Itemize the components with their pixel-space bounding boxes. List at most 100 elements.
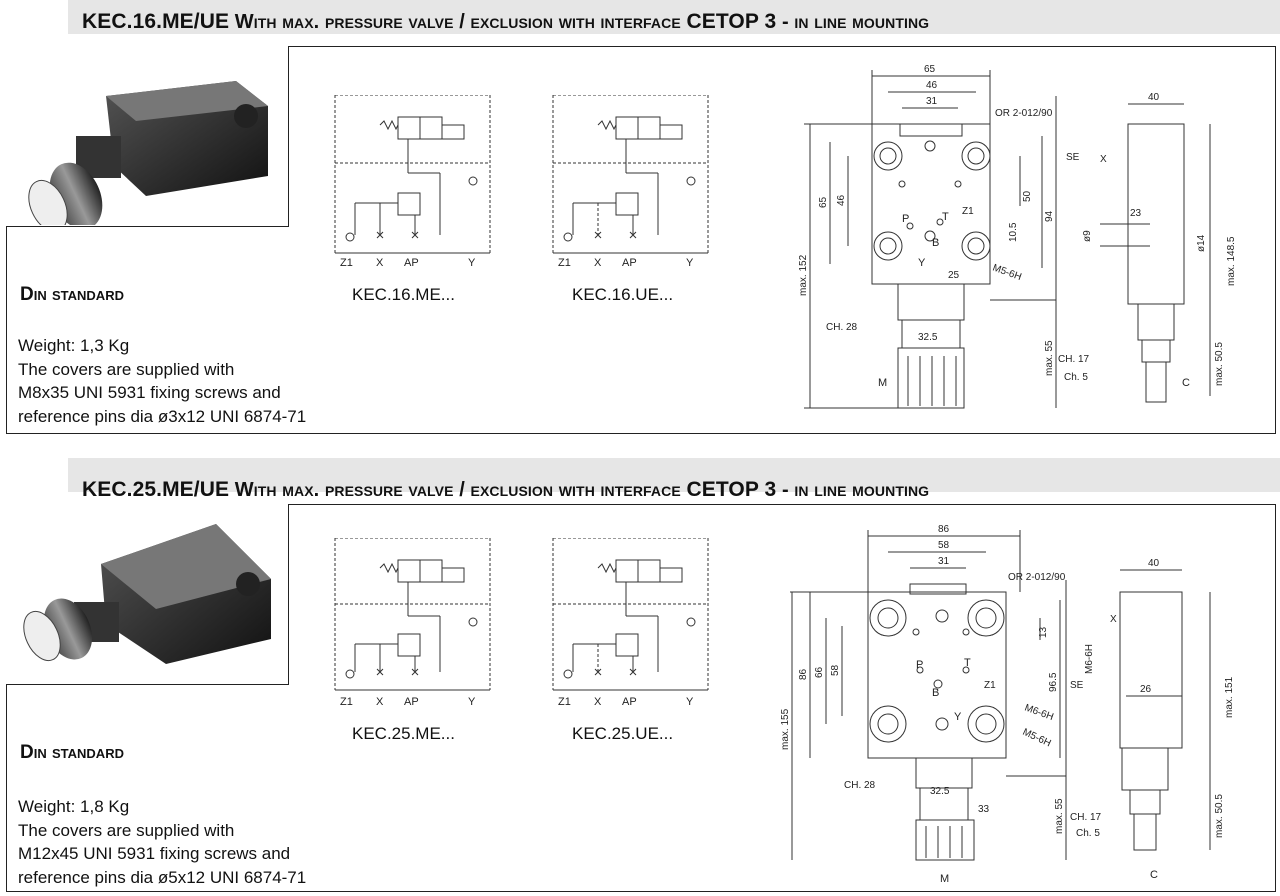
- section-header-2: [0, 458, 1280, 492]
- port-label-ap: AP: [622, 257, 637, 269]
- technical-drawing-1: 65 46 31 OR 2-012/90 40 SE X 23 ø9 ø14 m…: [798, 64, 1237, 409]
- product-photo-2: [6, 504, 289, 685]
- port-label-y: Y: [468, 257, 476, 269]
- dim-or: OR 2-012/90: [1008, 572, 1066, 583]
- thread-m5: M5-6H: [991, 262, 1023, 283]
- dim-13: 13: [1038, 626, 1049, 638]
- dim-58-vertical: 58: [830, 664, 841, 676]
- dim-66: 66: [814, 666, 825, 678]
- model-code: KEC.25.ME/UE: [82, 478, 230, 501]
- hydraulic-schematic-ue-1: Z1 X AP Y: [552, 95, 709, 269]
- port-label-y: Y: [686, 257, 694, 269]
- caption-me-2: KEC.25.ME...: [352, 724, 455, 743]
- thread-m6-side: M6-6H: [1084, 644, 1095, 674]
- dim-32-5: 32.5: [918, 332, 938, 343]
- dim-96-5: 96.5: [1048, 672, 1059, 692]
- title-tail: - in line mounting: [781, 11, 930, 33]
- dim-max-155: max. 155: [780, 708, 791, 750]
- dim-65: 65: [924, 64, 936, 75]
- hex-ch17: CH. 17: [1070, 812, 1102, 823]
- dim-max-50-5: max. 50.5: [1214, 342, 1225, 386]
- dim-or: OR 2-012/90: [995, 108, 1053, 119]
- dim-94: 94: [1044, 210, 1055, 222]
- port-y: Y: [918, 257, 926, 269]
- dim-86-vertical: 86: [798, 668, 809, 680]
- caption-me-1: KEC.16.ME...: [352, 285, 455, 304]
- standard-label-1: Din standard: [20, 284, 124, 305]
- model-code: KEC.16.ME/UE: [82, 10, 230, 33]
- port-label-ap: AP: [404, 257, 419, 269]
- dim-40: 40: [1148, 92, 1160, 103]
- port-label-z1: Z1: [340, 696, 353, 708]
- port-z1: Z1: [962, 206, 974, 217]
- info-line: The covers are supplied with: [18, 820, 235, 840]
- label-c: C: [1150, 869, 1158, 881]
- technical-drawing-2: 86 58 31 OR 2-012/90 40 13 M6-6H SE X 86…: [780, 524, 1235, 885]
- port-label-x: X: [376, 696, 384, 708]
- label-x-side: X: [1100, 154, 1107, 165]
- port-label-x: X: [376, 257, 384, 269]
- port-label-x: X: [594, 257, 602, 269]
- port-p: P: [902, 213, 909, 225]
- caption-ue-1: KEC.16.UE...: [572, 285, 674, 304]
- info-line: M12x45 UNI 5931 fixing screws and: [18, 844, 291, 863]
- hydraulic-schematic-me-1: Z1 X AP Y: [334, 95, 491, 269]
- label-c: C: [1182, 377, 1190, 389]
- thread-m6: M6-6H: [1023, 702, 1055, 723]
- dim-152: max. 152: [798, 254, 809, 296]
- product-info-1: Weight: 1,3 Kg The covers are supplied w…: [18, 334, 306, 428]
- dim-40: 40: [1148, 558, 1160, 569]
- port-b: B: [932, 237, 939, 249]
- dim-26: 26: [1140, 684, 1152, 695]
- hydraulic-schematic-me-2: Z1 X AP Y: [334, 538, 491, 708]
- port-label-y: Y: [468, 696, 476, 708]
- dim-d14: ø14: [1196, 234, 1207, 252]
- port-label-ap: AP: [404, 696, 419, 708]
- dim-46-vertical: 46: [836, 194, 847, 206]
- dim-58: 58: [938, 540, 950, 551]
- product-photo-1: [6, 46, 289, 233]
- port-label-z1: Z1: [558, 696, 571, 708]
- port-p: P: [916, 659, 923, 671]
- hydraulic-schematic-ue-2: Z1 X AP Y: [552, 538, 709, 708]
- port-t: T: [942, 211, 949, 223]
- dim-max-55: max. 55: [1044, 340, 1055, 376]
- section-header-1: [0, 0, 1280, 34]
- port-label-y: Y: [686, 696, 694, 708]
- weight-text: Weight: 1,8 Kg: [18, 797, 130, 816]
- label-se: SE: [1070, 680, 1084, 691]
- port-label-z1: Z1: [558, 257, 571, 269]
- dim-23: 23: [1130, 208, 1142, 219]
- hex-ch17: CH. 17: [1058, 354, 1090, 365]
- port-label-ap: AP: [622, 696, 637, 708]
- title-tail: - in line mounting: [781, 479, 930, 501]
- hex-ch28: CH. 28: [844, 780, 876, 791]
- dim-86: 86: [938, 524, 950, 535]
- port-y: Y: [954, 711, 962, 723]
- port-label-x: X: [594, 696, 602, 708]
- dim-max-151: max. 151: [1224, 676, 1235, 718]
- title-description: With max. pressure valve / exclusion wit…: [234, 479, 681, 501]
- port-z1: Z1: [984, 680, 996, 691]
- dim-31: 31: [926, 96, 938, 107]
- product-panel-2: [6, 504, 1276, 892]
- dim-1485: max. 148.5: [1226, 236, 1237, 286]
- port-label-z1: Z1: [340, 257, 353, 269]
- info-line: M8x35 UNI 5931 fixing screws and: [18, 383, 281, 402]
- port-b: B: [932, 687, 939, 699]
- info-line: reference pins dia ø5x12 UNI 6874-71: [18, 867, 307, 887]
- info-line: reference pins dia ø3x12 UNI 6874-71: [18, 406, 307, 426]
- hex-ch28: CH. 28: [826, 322, 858, 333]
- label-se: SE: [1066, 152, 1080, 163]
- product-info-2: Weight: 1,8 Kg The covers are supplied w…: [18, 795, 306, 889]
- section-title-1: KEC.16.ME/UE With max. pressure valve / …: [82, 10, 929, 34]
- port-t: T: [964, 657, 971, 669]
- dim-65-vertical: 65: [818, 196, 829, 208]
- interface-name: CETOP 3: [686, 478, 777, 501]
- weight-text: Weight: 1,3 Kg: [18, 336, 130, 355]
- title-description: With max. pressure valve / exclusion wit…: [234, 11, 681, 33]
- section-title-2: KEC.25.ME/UE With max. pressure valve / …: [82, 478, 929, 502]
- dim-31: 31: [938, 556, 950, 567]
- info-line: The covers are supplied with: [18, 359, 235, 379]
- dim-46: 46: [926, 80, 938, 91]
